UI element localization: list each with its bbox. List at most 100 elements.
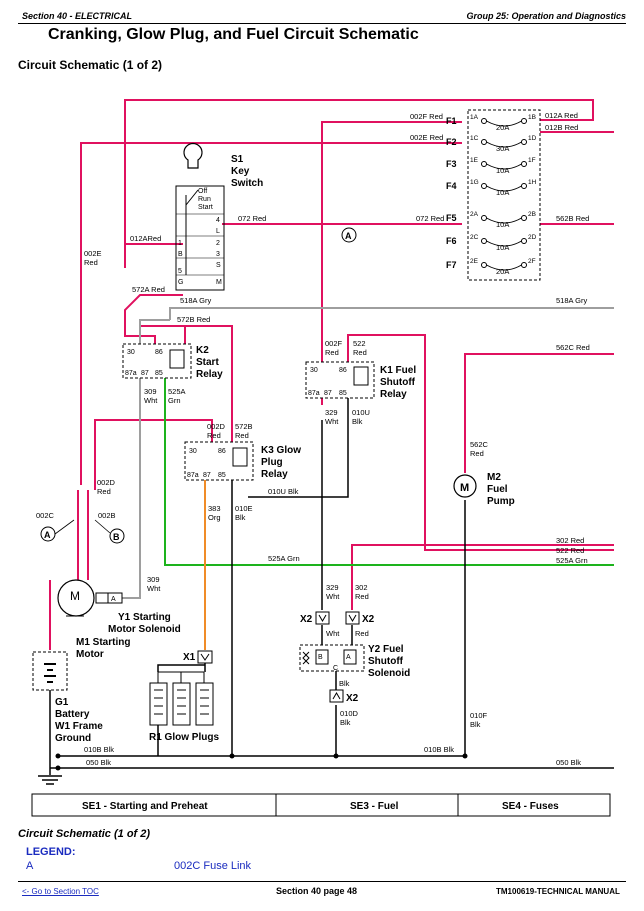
x1-connector-icon: [197, 650, 213, 664]
wire-label: 302 Red: [556, 536, 584, 545]
wire-label: 525A Grn: [556, 556, 588, 565]
fuse-element: [486, 240, 522, 247]
wire-label: Red: [355, 629, 369, 638]
header-rule: [18, 23, 626, 24]
wire-562c: [464, 353, 614, 473]
switch-terminal: 1: [178, 240, 182, 247]
wire-518a: [169, 307, 614, 320]
switch-terminal: M: [216, 279, 222, 286]
fuse-terminal: 2F: [528, 258, 536, 265]
wire-label: Wht: [326, 592, 340, 601]
relay-terminal: 87: [141, 370, 149, 377]
wire-label: Red: [97, 487, 111, 496]
k2-label: Relay: [196, 369, 223, 380]
fuse-element: [486, 120, 522, 127]
solenoid-terminal: A: [346, 654, 351, 661]
fuse-element: [486, 141, 522, 148]
wire-glowplug-bus: [157, 664, 205, 672]
fuse-terminal: 2B: [528, 211, 536, 218]
wire-label: 010U: [352, 408, 370, 417]
solenoid-terminal: C: [333, 665, 338, 672]
fuse-terminal: 1D: [528, 135, 537, 142]
group-header: Group 25: Operation and Diagnostics: [466, 11, 626, 21]
section-label: SE1 - Starting and Preheat: [82, 801, 208, 812]
wire-522-k1: [347, 334, 614, 551]
fuse-terminal: 1F: [528, 157, 536, 164]
wire-label: 572A Red: [132, 285, 165, 294]
battery-icon: [32, 651, 68, 691]
wire-label: Red: [325, 348, 339, 357]
wire-label: 012ARed: [130, 234, 161, 243]
wire-label: Blk: [470, 720, 481, 729]
svg-text:A: A: [111, 596, 116, 603]
relay-terminal: 86: [218, 448, 226, 455]
fuse-contact: [521, 238, 527, 244]
wire-label: Red: [235, 431, 249, 440]
wire-012a: [124, 99, 594, 268]
fuse-rating: 10A: [496, 220, 509, 229]
fuse-element: [486, 163, 522, 170]
fuse-terminal: 2C: [470, 234, 479, 241]
g1-label: G1: [55, 697, 69, 708]
wire-label: 002F Red: [410, 112, 443, 121]
wire-label: Red: [84, 258, 98, 267]
wire-label: 518A Gry: [180, 296, 212, 305]
fuse-contact: [521, 139, 527, 145]
key-position-label: Run: [198, 196, 211, 203]
marker-a-icon: A: [40, 526, 56, 542]
junction-dot: [333, 753, 339, 759]
wire-label: 050 Blk: [86, 758, 111, 767]
relay-terminal: 85: [339, 390, 347, 397]
k1-fuel-shutoff-relay: [305, 361, 375, 399]
relay-terminal: 85: [218, 472, 226, 479]
switch-terminal: B: [178, 251, 183, 258]
schematic-subtitle: Circuit Schematic (1 of 2): [18, 58, 163, 72]
relay-terminal: 86: [339, 367, 347, 374]
fuse-contact: [481, 183, 487, 189]
wire-label: 050 Blk: [556, 758, 581, 767]
wire-label: Blk: [339, 679, 350, 688]
switch-terminal: S: [216, 262, 221, 269]
relay-terminal: 30: [127, 349, 135, 356]
svg-text:M: M: [70, 589, 80, 603]
relay-terminal: 85: [155, 370, 163, 377]
fuse-terminal: 1G: [470, 179, 479, 186]
ground-icon: [38, 775, 62, 785]
m2-label: Pump: [487, 496, 515, 507]
k3-label: Plug: [261, 457, 283, 468]
fuse-rating: 10A: [496, 188, 509, 197]
wire-label: Wht: [144, 396, 158, 405]
section-bar: SE1 - Starting and Preheat SE3 - Fuel SE…: [31, 793, 611, 817]
wire-labels: 002F Red 002E Red 012A Red 012B Red 072 …: [36, 111, 590, 767]
wire-label: Red: [355, 592, 369, 601]
y1-label: Motor Solenoid: [108, 624, 181, 635]
fuse-name: F5: [446, 213, 457, 223]
section-toc-link[interactable]: <- Go to Section TOC: [22, 887, 99, 896]
junction-dot: [229, 753, 235, 759]
section-label: SE4 - Fuses: [502, 801, 559, 812]
page-number: Section 40 page 48: [276, 886, 358, 896]
wire-label: 522 Red: [556, 546, 584, 555]
wire-label: 010E: [235, 504, 253, 513]
legend-key: A: [26, 860, 34, 872]
k1-label: Shutoff: [380, 377, 416, 388]
wire-label: Wht: [147, 584, 161, 593]
m1-label: Motor: [76, 649, 104, 660]
marker-a-icon: A: [341, 227, 357, 243]
fuse-contact: [521, 161, 527, 167]
fuse-rating: 20A: [496, 267, 509, 276]
key-icon: [183, 142, 203, 169]
wire-label: 562C Red: [556, 343, 590, 352]
fuse-name: F1: [446, 116, 457, 126]
fuse-terminal: 1C: [470, 135, 479, 142]
fuse-rating: 30A: [496, 144, 509, 153]
fuse-element: [486, 185, 522, 192]
wire-label: 012A Red: [545, 111, 578, 120]
fuse-contact: [481, 118, 487, 124]
schematic-subtitle-bottom: Circuit Schematic (1 of 2): [18, 828, 151, 840]
wire-label: 010B Blk: [424, 745, 454, 754]
wire-label: 309: [144, 387, 157, 396]
x2-label: X2: [362, 614, 375, 625]
fuel-pump-icon: M: [453, 474, 477, 498]
